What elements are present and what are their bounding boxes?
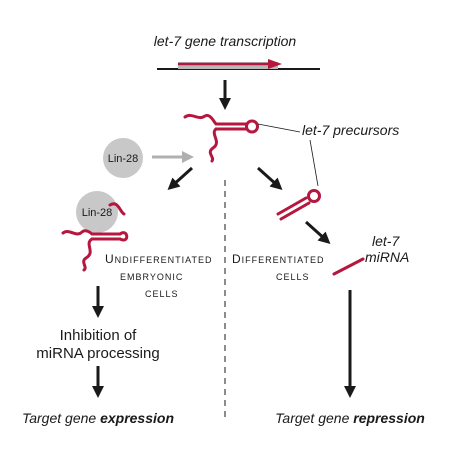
- arrow-to-undifferentiated: [167, 166, 194, 191]
- differentiated-precursor-hairpin: [276, 189, 321, 221]
- mature-mirna: [332, 257, 365, 276]
- differentiated-label-line2: CELLS: [276, 272, 310, 282]
- lin28-bottom-circle: [76, 191, 118, 233]
- lin28-bottom-label: Lin-28: [82, 207, 113, 219]
- precursor-leader-bottom: [309, 139, 319, 187]
- inhibition-label-line1: Inhibition of: [60, 327, 138, 344]
- lin28-top-circle: [103, 138, 143, 178]
- gene-transcript-bar: [178, 62, 278, 69]
- inhibition-label-line2: miRNA processing: [36, 345, 159, 362]
- mirna-label-line2: miRNA: [365, 249, 409, 265]
- undifferentiated-label-line3: CELLS: [145, 289, 179, 299]
- arrow-to-mirna: [304, 220, 331, 245]
- bound-precursor-hairpin: [61, 202, 129, 272]
- arrow-to-differentiated: [256, 166, 283, 191]
- differentiated-label-line1: DIFFERENTIATED: [232, 252, 325, 266]
- mirna-label-line1: let-7: [372, 233, 400, 249]
- right-outcome-label: Target gene repression: [275, 410, 425, 426]
- transcript-arrowhead: [268, 59, 282, 69]
- transcription-label: let-7 gene transcription: [154, 33, 297, 49]
- undifferentiated-label-line1: UNDIFFERENTIATED: [105, 252, 213, 266]
- precursors-label: let-7 precursors: [302, 122, 399, 138]
- precursor-leader-top: [257, 123, 301, 133]
- undifferentiated-label-line2: EMBRYONIC: [120, 272, 183, 282]
- lin28-top-label: Lin-28: [108, 153, 139, 165]
- top-precursor-hairpin: [183, 113, 259, 163]
- left-outcome-label: Target gene expression: [22, 410, 174, 426]
